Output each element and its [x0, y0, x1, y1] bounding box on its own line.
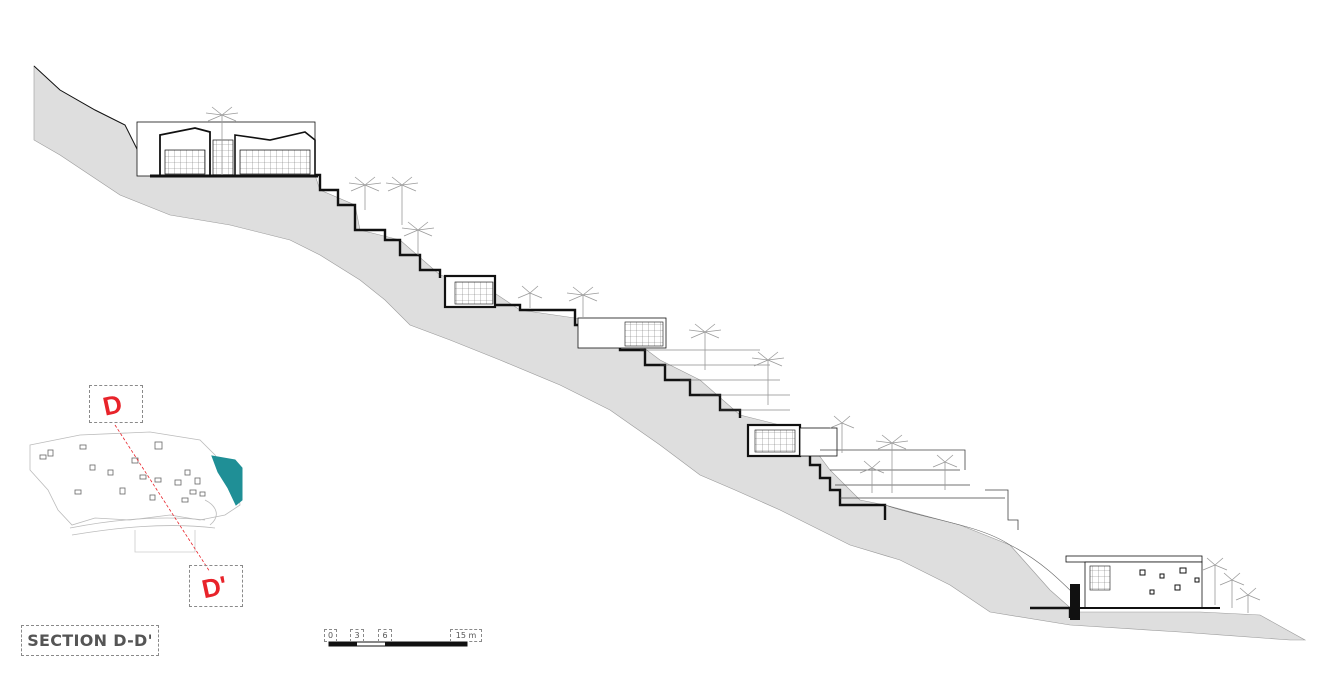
- upper-residence: [136, 121, 318, 178]
- pavilion-lower: [746, 423, 838, 458]
- beach-house: [1030, 555, 1220, 620]
- marker-box-start: D: [89, 385, 143, 423]
- scale-tick-6: 6: [378, 629, 392, 642]
- marker-box-end: D': [189, 565, 243, 607]
- lower-terraces: [820, 449, 1081, 601]
- marker-start-label: D: [100, 388, 125, 422]
- pavilion-upper: [443, 274, 497, 309]
- section-title: SECTION D-D': [21, 625, 159, 656]
- marker-end-label: D': [199, 569, 230, 605]
- scale-tick-15m: 15 m: [450, 629, 482, 642]
- scale-tick-3: 3: [350, 629, 364, 642]
- section-cut-line: [114, 424, 211, 573]
- water-area: [211, 455, 243, 506]
- scale-bar: [328, 641, 468, 647]
- terrace-house: [577, 317, 790, 411]
- scale-tick-0: 0: [324, 629, 337, 642]
- key-plan: [29, 424, 243, 573]
- terrain-section: [33, 65, 1307, 641]
- palm-trees: [205, 106, 1261, 613]
